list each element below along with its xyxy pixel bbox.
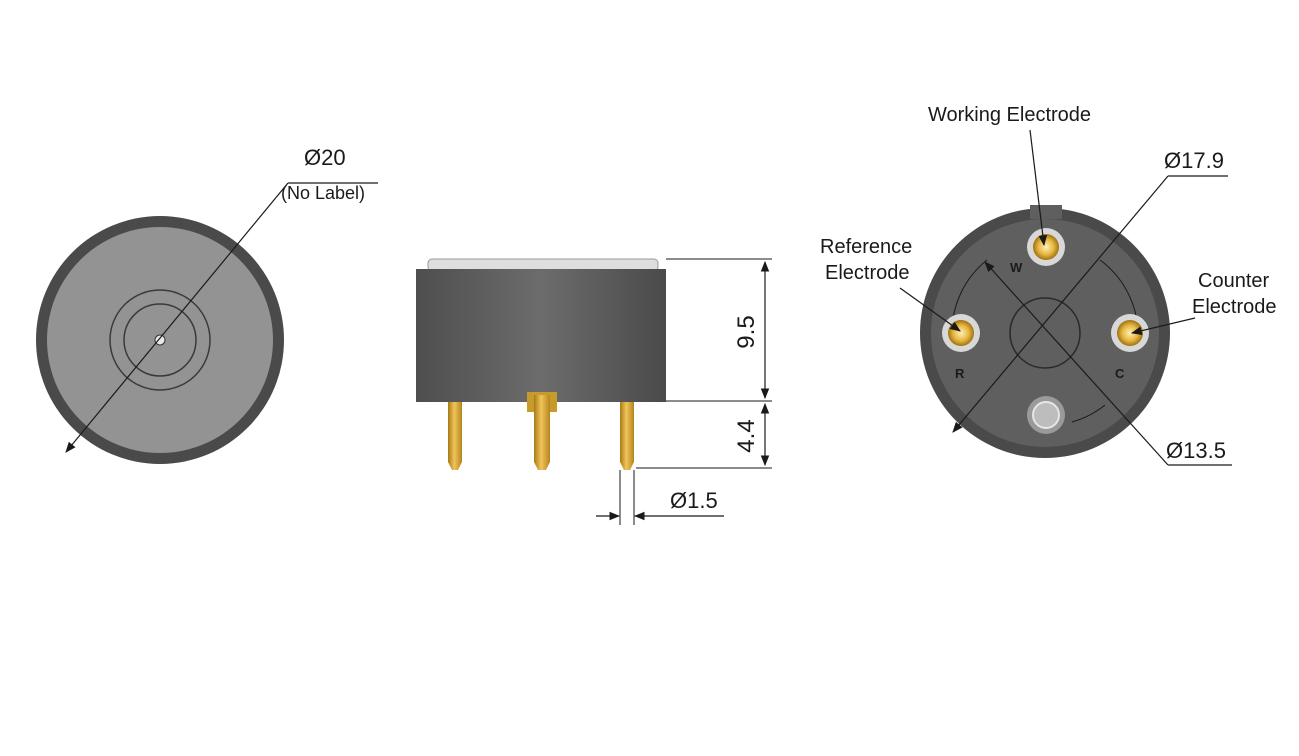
top-view-center-hole	[154, 334, 166, 346]
dim-4-4-label: 4.4	[733, 419, 760, 452]
dia-13-5-line	[984, 261, 1169, 466]
bottom-view-center-circle	[1009, 297, 1081, 369]
dia-13-5-label: Ø13.5	[1166, 438, 1226, 463]
counter-callout-line	[1130, 317, 1196, 335]
reference-callout-line	[899, 287, 961, 332]
top-view-inner-ring-outer	[109, 289, 211, 391]
counter-label-line1: Counter	[1198, 270, 1269, 292]
top-view-inner-ring	[123, 303, 197, 377]
counter-label-line2: Electrode	[1192, 296, 1277, 318]
dia-17-9-label: Ø17.9	[1164, 148, 1224, 173]
working-electrode-label: Working Electrode	[928, 104, 1091, 126]
pin-center	[534, 395, 550, 470]
dia-17-9-line	[952, 175, 1169, 433]
bottom-view-key-notch	[1030, 205, 1062, 219]
reference-label-line2: Electrode	[825, 262, 910, 284]
no-label-note: (No Label)	[281, 183, 365, 203]
reference-label-line1: Reference	[820, 236, 912, 258]
side-view-body	[416, 269, 666, 402]
pin-working	[1027, 228, 1065, 266]
pin-counter	[1111, 314, 1149, 352]
dia-20-label: Ø20	[304, 145, 346, 170]
side-view: 9.5 4.4 Ø1.5	[416, 258, 772, 525]
working-callout-line	[1029, 129, 1048, 247]
bottom-view: W R C Working Electrode Ø17.9 Reference …	[820, 104, 1277, 466]
pin-circle-arc-bottom	[1071, 404, 1106, 423]
pin-left	[448, 402, 462, 470]
pin-r-letter: R	[955, 366, 965, 381]
dia-1-5-label: Ø1.5	[670, 488, 718, 513]
pin-empty-socket	[1027, 396, 1065, 434]
side-view-pins	[448, 395, 634, 470]
dia-20-dimension-line	[65, 182, 289, 453]
top-view: Ø20 (No Label)	[36, 145, 378, 464]
dim-9-5-label: 9.5	[733, 315, 760, 348]
pin-right	[620, 402, 634, 470]
pin-c-letter: C	[1115, 366, 1125, 381]
pin-w-letter: W	[1010, 260, 1023, 275]
pin-reference	[942, 314, 980, 352]
